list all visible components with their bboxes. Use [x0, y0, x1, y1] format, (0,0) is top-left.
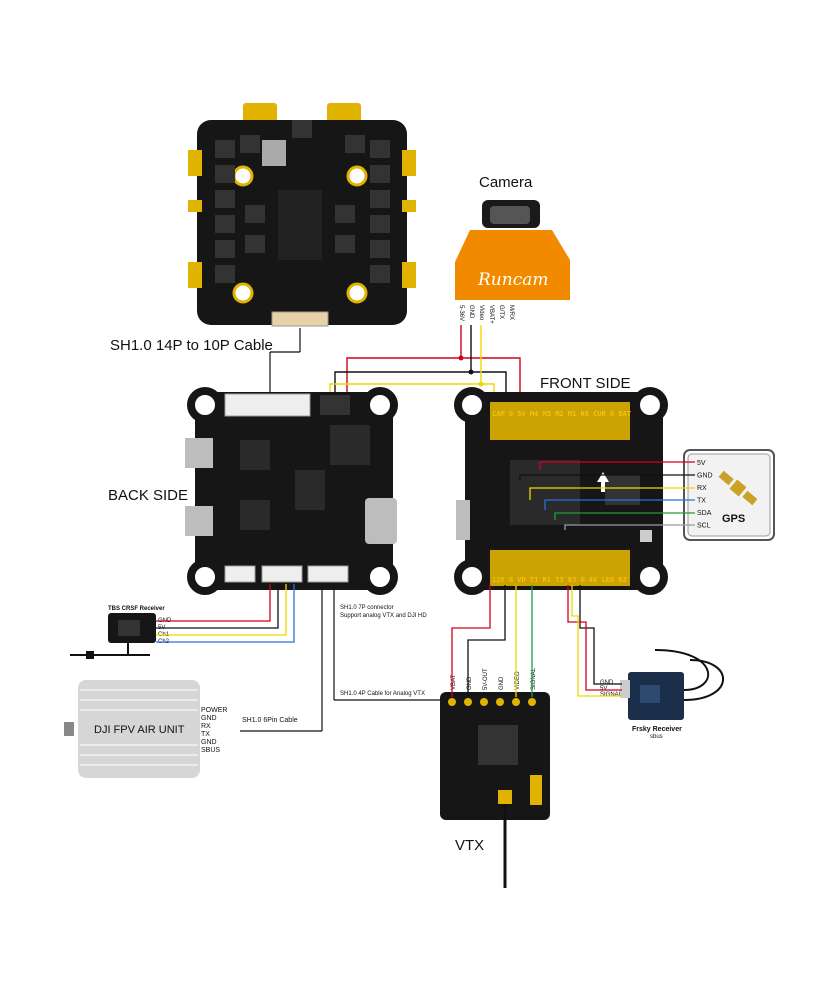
tbs-title: TBS CRSF Receiver	[108, 606, 165, 612]
esc-cable-label: SH1.0 14P to 10P Cable	[110, 337, 273, 354]
dji-pin-label: GND	[201, 739, 217, 746]
camera-pin-label: G/TX	[498, 305, 504, 319]
camera-pin-label: 5-36V	[458, 305, 464, 321]
vtx-module	[440, 692, 550, 888]
vtx-pin-label: VBAT	[451, 674, 457, 690]
dji-pin-label: GND	[201, 715, 217, 722]
vtx-pin-label: SIGNAL	[531, 667, 537, 690]
front-side-label: FRONT SIDE	[540, 375, 631, 392]
camera-brand: Runcam	[477, 270, 548, 290]
vtx-pin-label: VIDEO	[515, 671, 521, 690]
back-side-label: BACK SIDE	[108, 487, 188, 504]
fc-bottom-pads: 12V G VD T1 R1 T3 R3 G 4V LED BZ	[492, 576, 627, 584]
gps-label: GPS	[722, 513, 745, 525]
gps-wires	[519, 461, 695, 530]
sh7-label-2: Support analog VTX and DJI HD	[340, 613, 427, 619]
esc-board	[188, 103, 416, 327]
gps-pin-label: GND	[697, 473, 713, 480]
tbs-receiver: TBS CRSF Receiver	[70, 606, 165, 659]
frsky-pin-label: GND	[600, 680, 614, 686]
gps-pin-label: TX	[697, 498, 706, 505]
back-side-board	[185, 387, 398, 595]
camera-label: Camera	[479, 174, 533, 191]
tbs-wires	[156, 584, 295, 643]
gps-pin-label: RX	[697, 485, 707, 492]
dji-air-unit: DJI FPV AIR UNIT	[64, 680, 200, 778]
gps-module: GPS	[683, 449, 775, 541]
dji-pin-label: TX	[201, 731, 210, 738]
dji-pin-label: POWER	[201, 707, 227, 714]
vtx-pin-label: 5V-OUT	[483, 668, 489, 690]
dji-cable-label: SH1.0 6Pin Cable	[242, 717, 298, 724]
gps-pin-label: SDA	[697, 510, 712, 517]
vtx-pins: VBAT GND 5V-OUT GND VIDEO SIGNAL	[451, 667, 537, 690]
fc-top-pads: CAM G 5V M4 M3 M2 M1 R6 CUR G BAT	[492, 410, 631, 418]
sh7-label-1: SH1.0 7P connector	[340, 605, 394, 611]
gps-pins: 5V GND RX TX SDA SCL	[697, 460, 713, 530]
gps-pin-label: SCL	[697, 523, 711, 530]
camera-wires	[329, 325, 521, 405]
camera-pins: 5-36V GND Video VBAT+ G/TX M/RX	[458, 305, 514, 324]
vtx-pin-label: GND	[499, 676, 505, 690]
frsky-receiver: Frsky Receiver sbus	[620, 649, 724, 740]
camera-pin-label: GND	[468, 305, 474, 319]
satellite-icon	[718, 470, 758, 506]
camera-pin-label: M/RX	[508, 305, 514, 320]
gps-pin-label: 5V	[697, 460, 706, 467]
camera-pin-label: VBAT+	[488, 305, 494, 324]
dji-pin-label: SBUS	[201, 747, 220, 754]
frsky-pin-label: SIGNAL	[600, 692, 623, 698]
vtx-wires	[451, 585, 533, 697]
frsky-label-1: Frsky Receiver	[632, 726, 682, 733]
vtx-label: VTX	[455, 837, 484, 854]
camera-pin-label: Video	[478, 305, 484, 321]
vtx-pin-label: GND	[467, 676, 473, 690]
frsky-wires	[567, 585, 622, 697]
frsky-pin-label: 5V	[600, 686, 607, 692]
dji-pin-label: RX	[201, 723, 211, 730]
dji-unit-label: DJI FPV AIR UNIT	[94, 724, 185, 736]
frsky-label-2: sbus	[650, 734, 663, 740]
front-side-board	[454, 387, 668, 595]
camera: Camera Runcam	[455, 174, 570, 300]
sh4-label: SH1.0 4P Cable for Analog VTX	[340, 691, 425, 697]
